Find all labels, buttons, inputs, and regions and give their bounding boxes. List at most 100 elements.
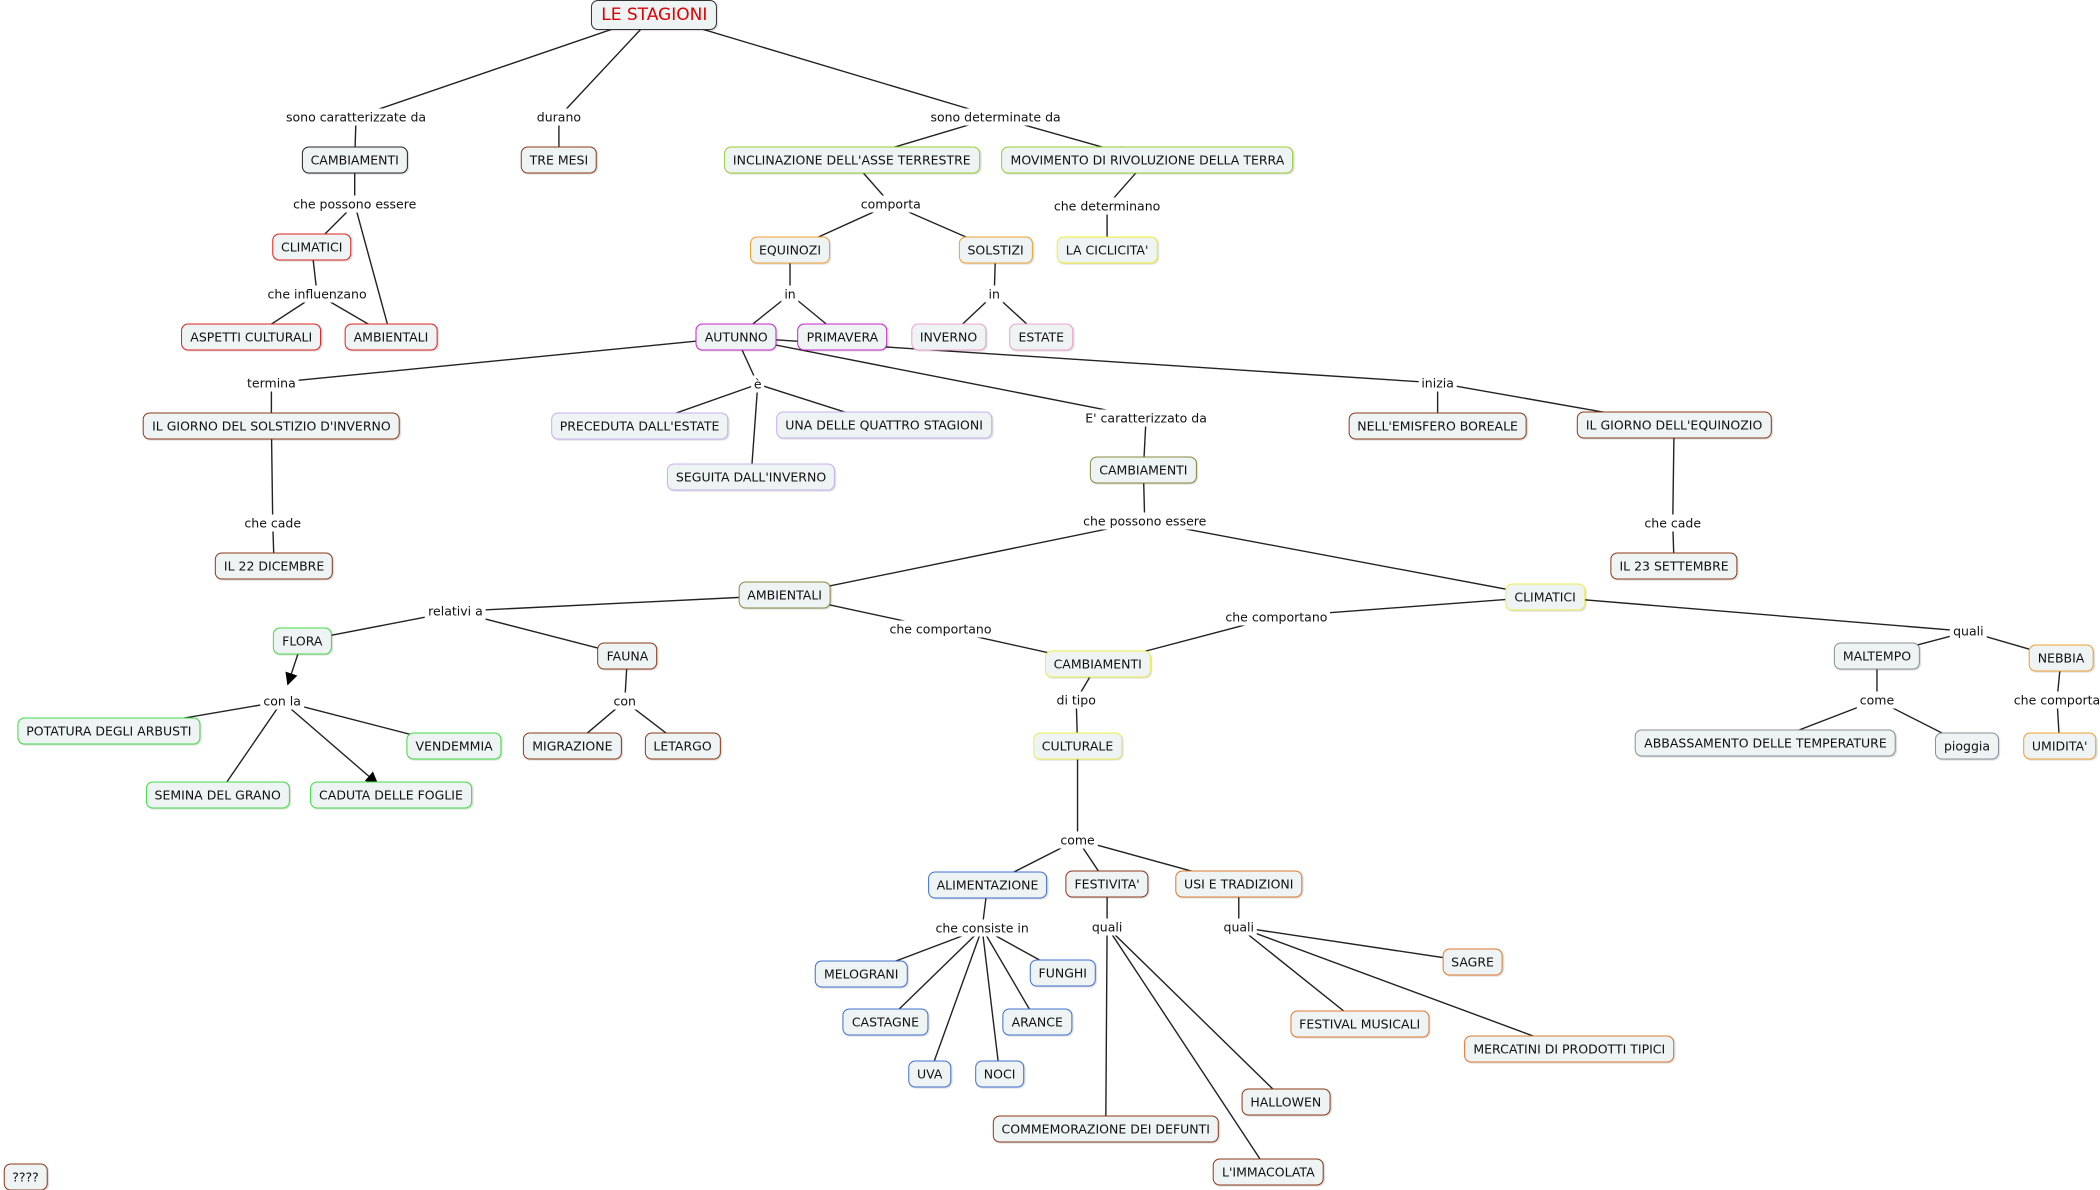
concept-node[interactable]: PRECEDUTA DALL'ESTATE: [550, 412, 729, 440]
link-label[interactable]: sono determinate da: [927, 108, 1064, 126]
concept-node[interactable]: CULTURALE: [1032, 732, 1123, 760]
concept-node[interactable]: AMBIENTALI: [344, 323, 438, 351]
concept-node[interactable]: MIGRAZIONE: [523, 732, 622, 760]
link-label[interactable]: quali: [1950, 622, 1987, 640]
concept-node[interactable]: CAMBIAMENTI: [301, 146, 408, 174]
link-label[interactable]: è: [750, 375, 765, 393]
connection-line: [1105, 927, 1108, 1129]
link-label[interactable]: di tipo: [1053, 691, 1099, 709]
concept-node[interactable]: IL GIORNO DEL SOLSTIZIO D'INVERNO: [143, 412, 400, 440]
connection-line: [1238, 926, 1473, 963]
link-label[interactable]: che possono essere: [290, 195, 420, 213]
connection-line: [270, 425, 274, 523]
connection-line: [784, 520, 1145, 596]
link-label[interactable]: inizia: [1418, 374, 1457, 392]
concept-node[interactable]: PRIMAVERA: [797, 323, 888, 351]
concept-node[interactable]: FAUNA: [597, 642, 658, 670]
connection-line: [1238, 926, 1570, 1050]
concept-node[interactable]: POTATURA DEGLI ARBUSTI: [17, 717, 201, 745]
concept-node[interactable]: EQUINOZI: [750, 236, 831, 264]
link-label[interactable]: in: [781, 285, 799, 303]
concept-node[interactable]: CASTAGNE: [842, 1008, 928, 1036]
link-label[interactable]: con: [610, 692, 639, 710]
concept-node[interactable]: ESTATE: [1009, 323, 1074, 351]
concept-node[interactable]: CLIMATICI: [271, 233, 352, 261]
link-label[interactable]: che cade: [241, 514, 305, 532]
concept-node[interactable]: IL 23 SETTEMBRE: [1610, 552, 1738, 580]
concept-node[interactable]: MERCATINI DI PRODOTTI TIPICI: [1464, 1035, 1675, 1063]
link-label[interactable]: che possono essere: [1080, 512, 1210, 530]
connection-line: [217, 700, 283, 796]
link-label[interactable]: che consiste in: [932, 919, 1032, 937]
link-label[interactable]: sono caratterizzate da: [282, 108, 430, 126]
connection-line: [355, 14, 655, 118]
link-label[interactable]: quali: [1088, 918, 1126, 936]
link-label[interactable]: quali: [1220, 918, 1257, 936]
concept-node[interactable]: MOVIMENTO DI RIVOLUZIONE DELLA TERRA: [1001, 146, 1294, 174]
concept-node[interactable]: MALTEMPO: [1833, 642, 1921, 670]
link-label[interactable]: che comportano: [886, 620, 995, 638]
link-label[interactable]: che comportano: [1222, 608, 1331, 626]
connection-line: [1144, 520, 1546, 598]
concept-node[interactable]: SEMINA DEL GRANO: [145, 781, 290, 809]
concept-node[interactable]: FESTIVAL MUSICALI: [1290, 1010, 1430, 1038]
concept-node[interactable]: LETARGO: [644, 732, 721, 760]
concept-node[interactable]: AMBIENTALI: [738, 581, 831, 609]
concept-node[interactable]: NELL'EMISFERO BOREALE: [1348, 412, 1527, 440]
concept-node[interactable]: FESTIVITA': [1065, 870, 1149, 898]
concept-node[interactable]: USI E TRADIZIONI: [1175, 870, 1303, 898]
connection-line: [929, 928, 983, 1074]
concept-node[interactable]: CAMBIAMENTI: [1044, 650, 1151, 678]
concept-node[interactable]: CAMBIAMENTI: [1090, 456, 1197, 484]
concept-node[interactable]: TRE MESI: [520, 146, 598, 174]
link-label[interactable]: come: [1856, 691, 1898, 709]
concept-node[interactable]: ????: [3, 1163, 48, 1190]
concept-node[interactable]: UNA DELLE QUATTRO STAGIONI: [776, 411, 992, 439]
concept-node[interactable]: pioggia: [1934, 732, 2000, 760]
concept-node[interactable]: ARANCE: [1002, 1008, 1072, 1036]
link-label[interactable]: comporta: [857, 195, 924, 213]
concept-node[interactable]: CLIMATICI: [1505, 583, 1585, 611]
concept-node[interactable]: NOCI: [974, 1060, 1025, 1087]
link-label[interactable]: che influenzano: [264, 285, 370, 303]
concept-node[interactable]: VENDEMMIA: [406, 732, 502, 760]
connection-line: [654, 14, 996, 118]
link-label[interactable]: E' caratterizzato da: [1082, 409, 1210, 427]
concept-node[interactable]: UVA: [908, 1060, 952, 1087]
concept-node[interactable]: L'IMMACOLATA: [1213, 1158, 1324, 1186]
concept-node[interactable]: ASPETTI CULTURALI: [181, 323, 322, 351]
concept-node[interactable]: SAGRE: [1442, 948, 1503, 976]
link-label[interactable]: in: [985, 285, 1003, 303]
concept-node[interactable]: MELOGRANI: [814, 960, 908, 988]
concept-node[interactable]: SEGUITA DALL'INVERNO: [666, 463, 836, 491]
link-label[interactable]: termina: [244, 374, 299, 392]
link-label[interactable]: come: [1057, 831, 1098, 849]
concept-node[interactable]: FUNGHI: [1029, 959, 1096, 987]
concept-node[interactable]: UMIDITA': [2022, 732, 2097, 760]
concept-node[interactable]: ALIMENTAZIONE: [927, 871, 1048, 899]
link-label[interactable]: con la: [260, 692, 304, 710]
concept-node[interactable]: INVERNO: [910, 323, 987, 351]
connection-line: [750, 384, 759, 478]
link-label[interactable]: che determinano: [1050, 197, 1164, 215]
link-label[interactable]: che cade: [1641, 514, 1705, 532]
link-label[interactable]: relativi a: [425, 602, 486, 620]
connection-line: [281, 700, 379, 785]
concept-node[interactable]: ABBASSAMENTO DELLE TEMPERATURE: [1635, 729, 1896, 757]
connection-line: [1672, 424, 1675, 523]
concept-node[interactable]: AUTUNNO: [695, 323, 777, 351]
concept-node[interactable]: SOLSTIZI: [958, 236, 1033, 264]
concept-node[interactable]: FLORA: [273, 627, 332, 655]
concept-node[interactable]: COMMEMORAZIONE DEI DEFUNTI: [992, 1115, 1219, 1143]
connection-line: [1106, 926, 1269, 1172]
concept-node[interactable]: HALLOWEN: [1241, 1088, 1331, 1116]
concept-node[interactable]: CADUTA DELLE FOGLIE: [310, 781, 472, 809]
concept-node[interactable]: INCLINAZIONE DELL'ASSE TERRESTRE: [723, 146, 980, 174]
link-label[interactable]: durano: [533, 108, 585, 126]
concept-node[interactable]: IL 22 DICEMBRE: [214, 552, 334, 580]
concept-node[interactable]: NEBBIA: [2028, 644, 2094, 672]
root-concept[interactable]: LE STAGIONI: [591, 0, 718, 30]
link-label[interactable]: che comporta: [2010, 691, 2100, 709]
concept-node[interactable]: LA CICLICITA': [1056, 236, 1158, 264]
concept-node[interactable]: IL GIORNO DELL'EQUINOZIO: [1576, 411, 1772, 439]
